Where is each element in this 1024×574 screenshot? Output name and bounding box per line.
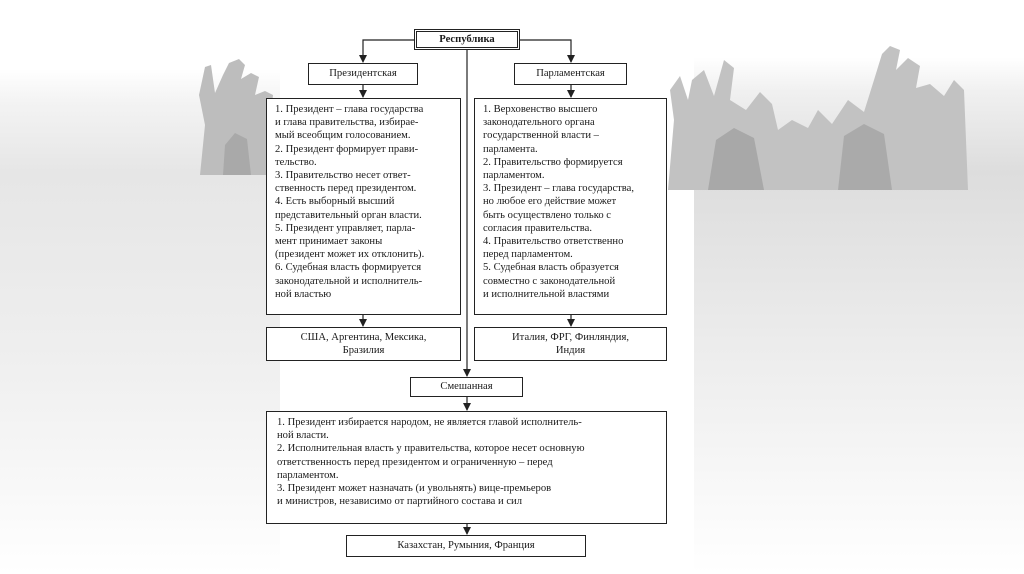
crowd-silhouette-left [199,59,283,175]
parliamentary-features-text: 1. Верховенство высшего законодательного… [483,104,634,300]
parliamentary-examples-text: Италия, ФРГ, Финляндия, Индия [512,331,629,356]
presidential-examples-text: США, Аргентина, Мексика, Бразилия [300,331,427,356]
mixed-examples: Казахстан, Румыния, Франция [346,535,586,557]
mixed-features-text: 1. Президент избирается народом, не явля… [277,417,585,508]
presidential-examples: США, Аргентина, Мексика, Бразилия [266,327,461,361]
node-parliamentary: Парламентская [514,63,627,85]
node-presidential: Президентская [308,63,418,85]
presidential-features: 1. Президент – глава государства и глава… [266,98,461,315]
mixed-examples-text: Казахстан, Румыния, Франция [397,540,535,552]
parliamentary-examples: Италия, ФРГ, Финляндия, Индия [474,327,667,361]
node-republic: Республика [414,29,520,50]
background-right-gradient [694,0,1024,574]
node-mixed-label: Смешанная [440,381,493,393]
parliamentary-features: 1. Верховенство высшего законодательного… [474,98,667,315]
node-parliamentary-label: Парламентская [536,68,605,80]
node-republic-label: Республика [439,33,495,45]
mixed-features: 1. Президент избирается народом, не явля… [266,411,667,524]
presidential-features-text: 1. Президент – глава государства и глава… [275,104,425,300]
crowd-silhouette-right [668,46,968,190]
node-mixed: Смешанная [410,377,523,397]
node-presidential-label: Президентская [329,68,397,80]
